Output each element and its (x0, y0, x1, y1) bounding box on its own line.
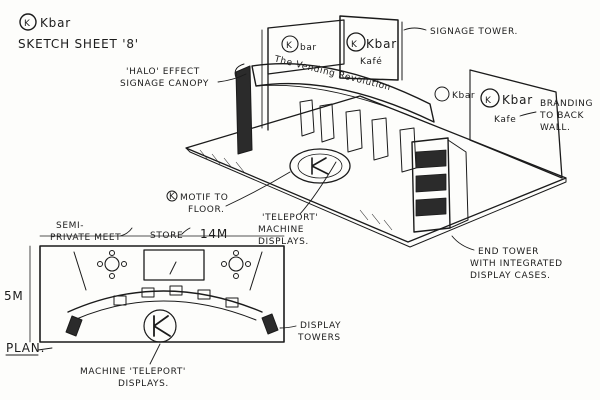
plan-display-towers-2: TOWERS (297, 333, 341, 343)
svg-text:MOTIF TO: MOTIF TO (180, 193, 228, 203)
plan-label: PLAN. (6, 341, 45, 355)
floor-motif (289, 148, 351, 184)
svg-text:DISPLAYS.: DISPLAYS. (258, 237, 309, 247)
plan-display-towers-1: DISPLAY (300, 321, 341, 331)
svg-text:K: K (485, 96, 492, 106)
annotation-branding: BRANDING TO BACK WALL. (519, 99, 593, 133)
plan-display-tower-right (261, 313, 279, 335)
svg-text:K: K (286, 41, 293, 51)
plan-depth-dim: 5M (4, 289, 24, 303)
plan-meeting-right (221, 250, 251, 279)
svg-text:'HALO' EFFECT: 'HALO' EFFECT (126, 67, 200, 77)
svg-text:MACHINE: MACHINE (258, 225, 304, 235)
svg-text:SIGNAGE TOWER.: SIGNAGE TOWER. (430, 27, 518, 37)
floor-hatching (199, 149, 393, 231)
svg-text:END TOWER: END TOWER (478, 247, 539, 257)
tower-subtext: Kafé (360, 56, 382, 67)
teleport-machines-perspective (299, 99, 417, 173)
svg-text:BRANDING: BRANDING (540, 99, 593, 109)
svg-text:K: K (351, 40, 358, 50)
sheet-title: SKETCH SHEET '8' (18, 37, 139, 51)
svg-text:K: K (24, 19, 31, 29)
plan-store-label: STORE (150, 231, 183, 241)
annotation-end-tower: END TOWER WITH INTEGRATED DISPLAY CASES. (451, 235, 563, 281)
plan-floor-motif (143, 309, 177, 343)
plan-width-dim: 14M (200, 227, 228, 241)
annotation-halo-canopy: 'HALO' EFFECT SIGNAGE CANOPY (120, 67, 247, 89)
svg-text:'TELEPORT': 'TELEPORT' (262, 213, 318, 223)
annotation-motif: K MOTIF TO FLOOR. (166, 171, 291, 215)
plan-display-tower-left (65, 315, 83, 337)
svg-text:K: K (169, 192, 176, 202)
svg-text:WITH INTEGRATED: WITH INTEGRATED (470, 259, 563, 269)
plan-semi-private-2: PRIVATE MEET (50, 233, 121, 243)
sheet-brand: Kbar (40, 16, 71, 30)
halo-canopy (251, 63, 435, 123)
signage-tower (339, 15, 399, 81)
plan-machine-1: MACHINE 'TELEPORT' (80, 367, 186, 377)
annotation-teleport: 'TELEPORT' MACHINE DISPLAYS. (258, 161, 337, 247)
back-wall (469, 69, 563, 179)
svg-text:FLOOR.: FLOOR. (188, 205, 224, 215)
svg-text:SIGNAGE CANOPY: SIGNAGE CANOPY (120, 79, 209, 89)
tower-brand: Kbar (366, 37, 397, 51)
plan-machine-2: DISPLAYS. (118, 379, 169, 389)
svg-text:WALL.: WALL. (540, 123, 570, 133)
svg-text:DISPLAY CASES.: DISPLAY CASES. (470, 271, 551, 281)
svg-text:TO BACK: TO BACK (539, 111, 584, 121)
sheet-logo: K Kbar (19, 13, 71, 31)
back-wall-brand: Kbar (502, 93, 533, 107)
annotation-signage-tower: SIGNAGE TOWER. (403, 27, 518, 37)
stand-perspective: K bar K Kbar Kafé The Vending Revolution… (185, 15, 567, 248)
plan-semi-private-1: SEMI- (56, 221, 84, 231)
left-display-post (235, 65, 253, 155)
plan-store (143, 249, 205, 281)
canopy-brand: Kbar (452, 91, 475, 101)
plan-view: 14M 5M (4, 227, 285, 343)
svg-text:bar: bar (300, 43, 317, 53)
back-wall-subtext: Kafe (494, 115, 516, 125)
plan-meeting-left (97, 250, 127, 279)
